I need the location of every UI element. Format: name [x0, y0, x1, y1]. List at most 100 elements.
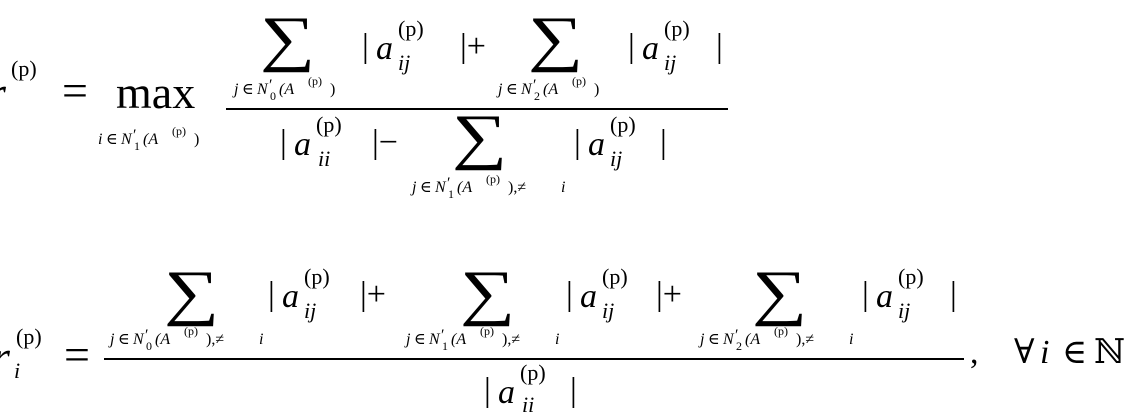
abs-bar-plus: |+ — [656, 276, 682, 313]
sum-sub-j: j — [412, 179, 417, 196]
coefficient-a: a — [588, 126, 605, 163]
abs-bar: | — [716, 28, 723, 65]
sum-sub-N: N — [257, 81, 268, 98]
sum-operator: ∑ — [460, 259, 516, 327]
abs-bar: | — [362, 28, 369, 65]
lhs-superscript: (p) — [16, 324, 42, 349]
equals-sign: = — [62, 65, 88, 116]
sum-sub-j: j — [498, 81, 503, 98]
abs-bar-minus: |− — [372, 124, 398, 161]
fraction-bar — [104, 358, 964, 360]
sum-sub-j: j — [234, 81, 239, 98]
sum-sub-i: i — [849, 331, 854, 348]
abs-bar: | — [628, 28, 635, 65]
sum-sub-index: 0 — [270, 89, 276, 103]
sum-sub-i: i — [259, 331, 264, 348]
sum-sub-prime: ′ — [735, 327, 739, 344]
sum-sub-N: N — [723, 331, 734, 348]
equals-sign: = — [64, 329, 90, 380]
sum-sub-A-sup: (p) — [486, 172, 500, 186]
abs-bar: | — [950, 276, 957, 313]
sum-operator: ∑ — [528, 5, 584, 73]
sum-sub-A-sup: (p) — [184, 324, 198, 338]
sum-sub-in: ∈ — [420, 179, 432, 196]
sum-sub-close: ),≠ — [508, 179, 527, 196]
coefficient-subscript: ij — [398, 50, 411, 75]
sum-sub-in: ∈ — [118, 331, 130, 348]
sum-sub-j: j — [700, 331, 705, 348]
abs-bar: | — [268, 276, 275, 313]
coefficient-a: a — [498, 374, 515, 411]
max-sub-A: (A — [143, 131, 159, 148]
sum-sub-A: (A — [543, 81, 559, 98]
sum-sub-A-sup: (p) — [480, 324, 494, 338]
sum-sub-i: i — [555, 331, 560, 348]
coefficient-superscript: (p) — [602, 264, 628, 289]
sum-sub-in: ∈ — [506, 81, 518, 98]
sum-sub-j: j — [406, 331, 411, 348]
sum-sub-close: ),≠ — [796, 331, 815, 348]
abs-bar-plus: |+ — [360, 276, 386, 313]
coefficient-subscript: ij — [610, 146, 623, 171]
coefficient-superscript: (p) — [398, 16, 424, 41]
max-sub-index: 1 — [134, 139, 140, 153]
sum-sub-A-sup: (p) — [774, 324, 788, 338]
sum-sub-A-sup: (p) — [308, 74, 322, 88]
abs-bar-plus: |+ — [460, 28, 486, 65]
sum-sub-i: i — [561, 179, 566, 196]
max-sub-prime: ′ — [133, 127, 137, 144]
sum-sub-in: ∈ — [708, 331, 720, 348]
sum-sub-prime: ′ — [447, 175, 451, 192]
coefficient-a: a — [376, 30, 393, 67]
sum-operator: ∑ — [164, 259, 220, 327]
lhs-symbol: r — [0, 70, 6, 116]
sum-sub-in: ∈ — [242, 81, 254, 98]
sum-sub-close: ) — [594, 81, 600, 98]
sum-sub-N: N — [521, 81, 532, 98]
coefficient-superscript: (p) — [304, 264, 330, 289]
sum-sub-j: j — [110, 331, 115, 348]
sum-sub-prime: ′ — [145, 327, 149, 344]
sum-sub-in: ∈ — [414, 331, 426, 348]
lhs-subscript: i — [14, 358, 21, 383]
fraction-bar — [226, 108, 728, 110]
coefficient-superscript: (p) — [520, 360, 546, 385]
coefficient-a: a — [294, 126, 311, 163]
sum-operator: ∑ — [452, 103, 508, 171]
abs-bar: | — [280, 124, 287, 161]
sum-sub-A: (A — [745, 331, 761, 348]
max-sub-close: ) — [194, 131, 200, 148]
max-sub-A-sup: (p) — [172, 124, 186, 138]
max-operator: max — [116, 67, 196, 118]
forall-variable: i — [1040, 334, 1050, 371]
abs-bar: | — [566, 276, 573, 313]
coefficient-subscript: ij — [602, 298, 615, 323]
coefficient-a: a — [642, 30, 659, 67]
sum-sub-A: (A — [451, 331, 467, 348]
sum-sub-close: ) — [330, 81, 336, 98]
coefficient-superscript: (p) — [610, 112, 636, 137]
sum-sub-A: (A — [279, 81, 295, 98]
coefficient-superscript: (p) — [664, 16, 690, 41]
lhs-superscript: (p) — [11, 56, 37, 81]
sum-sub-prime: ′ — [533, 77, 537, 94]
max-sub-i: i — [98, 131, 103, 148]
sum-sub-N: N — [429, 331, 440, 348]
sum-sub-index: 1 — [448, 187, 454, 201]
coefficient-subscript: ij — [898, 298, 911, 323]
sum-sub-A: (A — [457, 179, 473, 196]
coefficient-superscript: (p) — [316, 112, 342, 137]
abs-bar: | — [484, 372, 491, 409]
max-sub-N: N — [121, 131, 132, 148]
sum-sub-index: 2 — [736, 339, 742, 353]
sum-sub-index: 0 — [146, 339, 152, 353]
element-of: ∈ — [1062, 334, 1088, 371]
max-sub-in: ∈ — [106, 131, 118, 148]
natural-numbers-symbol: ℕ — [1094, 334, 1126, 371]
sum-operator: ∑ — [752, 259, 808, 327]
sum-sub-close: ),≠ — [206, 331, 225, 348]
coefficient-a: a — [580, 278, 597, 315]
comma: , — [970, 334, 979, 371]
lhs-symbol: r — [0, 334, 10, 380]
sum-sub-close: ),≠ — [502, 331, 521, 348]
